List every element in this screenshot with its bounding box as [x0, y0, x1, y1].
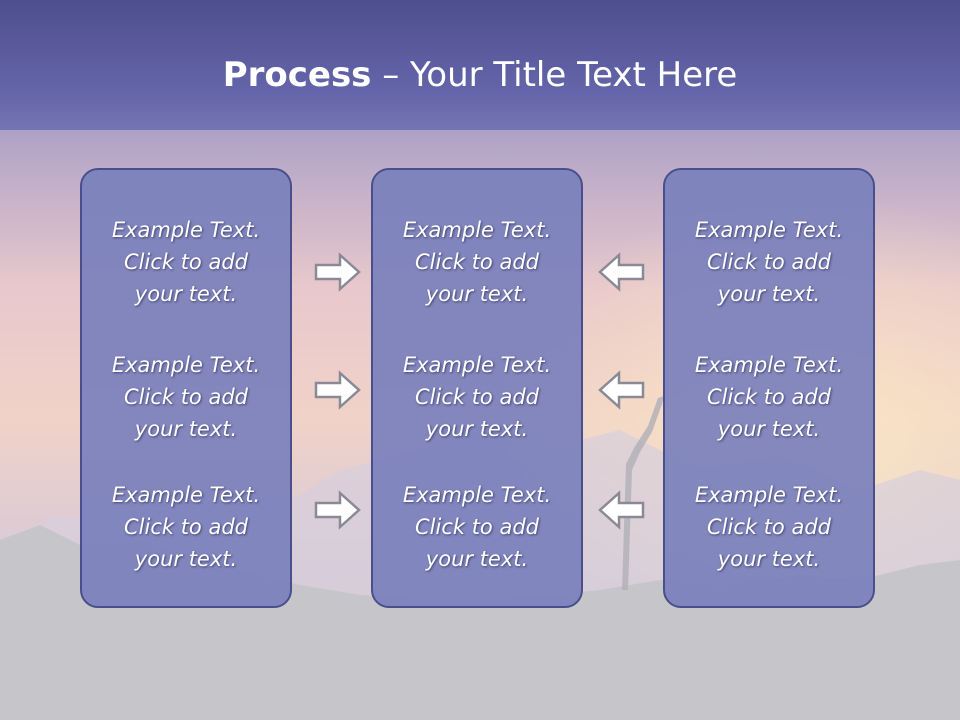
text-line: your text. — [134, 417, 238, 441]
text-cell[interactable]: Example Text. Click to add your text. — [82, 214, 290, 310]
text-line: Example Text. — [694, 353, 844, 377]
title-bold: Process — [222, 55, 372, 95]
text-line: your text. — [134, 282, 238, 306]
text-line: Click to add — [123, 250, 248, 274]
text-line: Example Text. — [402, 218, 552, 242]
text-line: your text. — [134, 547, 238, 571]
text-cell[interactable]: Example Text. Click to add your text. — [82, 479, 290, 575]
right-arrow-icon — [314, 370, 361, 410]
text-cell[interactable]: Example Text. Click to add your text. — [665, 214, 873, 310]
right-arrow-icon — [314, 490, 361, 530]
text-line: Click to add — [414, 515, 539, 539]
text-line: Example Text. — [111, 483, 261, 507]
text-line: your text. — [717, 547, 821, 571]
text-line: Click to add — [123, 515, 248, 539]
text-line: your text. — [717, 417, 821, 441]
text-line: Click to add — [123, 385, 248, 409]
title-rest: – Your Title Text Here — [371, 55, 738, 95]
text-line: Click to add — [414, 250, 539, 274]
text-cell[interactable]: Example Text. Click to add your text. — [665, 349, 873, 445]
title-band — [0, 0, 960, 130]
slide-title[interactable]: Process – Your Title Text Here — [0, 52, 960, 98]
text-line: Example Text. — [402, 483, 552, 507]
text-line: Click to add — [706, 515, 831, 539]
left-arrow-icon — [598, 490, 645, 530]
text-line: your text. — [717, 282, 821, 306]
text-line: your text. — [425, 282, 529, 306]
left-arrow-icon — [598, 252, 645, 292]
text-line: your text. — [425, 417, 529, 441]
text-line: Click to add — [706, 385, 831, 409]
text-cell[interactable]: Example Text. Click to add your text. — [665, 479, 873, 575]
text-line: Click to add — [706, 250, 831, 274]
text-line: Click to add — [414, 385, 539, 409]
left-arrow-icon — [598, 370, 645, 410]
text-cell[interactable]: Example Text. Click to add your text. — [82, 349, 290, 445]
text-line: Example Text. — [694, 483, 844, 507]
text-line: your text. — [425, 547, 529, 571]
text-line: Example Text. — [402, 353, 552, 377]
process-panel-right[interactable]: Example Text. Click to add your text. Ex… — [663, 168, 875, 608]
process-panel-left[interactable]: Example Text. Click to add your text. Ex… — [80, 168, 292, 608]
right-arrow-icon — [314, 252, 361, 292]
process-panel-center[interactable]: Example Text. Click to add your text. Ex… — [371, 168, 583, 608]
text-line: Example Text. — [111, 218, 261, 242]
text-cell[interactable]: Example Text. Click to add your text. — [373, 214, 581, 310]
text-cell[interactable]: Example Text. Click to add your text. — [373, 349, 581, 445]
text-line: Example Text. — [694, 218, 844, 242]
text-cell[interactable]: Example Text. Click to add your text. — [373, 479, 581, 575]
text-line: Example Text. — [111, 353, 261, 377]
